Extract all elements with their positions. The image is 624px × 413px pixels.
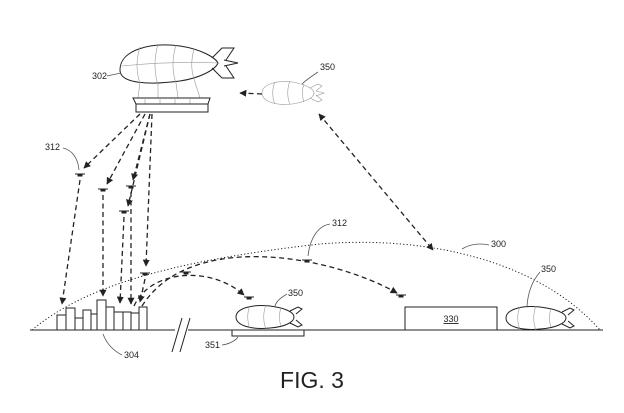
city-label: 304 — [124, 350, 139, 360]
main-airship-label: 302 — [92, 71, 107, 81]
facility-box-label: 330 — [443, 314, 458, 324]
uav-center-label: 312 — [332, 218, 347, 228]
arrow-shuttle-dome — [318, 113, 434, 251]
figure-caption: FIG. 3 — [280, 367, 344, 393]
ground-station-label: 351 — [205, 340, 220, 350]
uav-left-label: 312 — [45, 142, 60, 152]
main-airship — [119, 43, 239, 113]
city-buildings — [56, 299, 148, 331]
right-airship-label: 350 — [541, 264, 556, 274]
right-airship — [505, 305, 575, 331]
dome-label: 300 — [491, 239, 506, 249]
arrow-shuttle-to-main — [239, 89, 263, 97]
shuttle-airship-top-label: 350 — [320, 62, 335, 72]
center-airship — [235, 304, 303, 330]
ground-station — [231, 329, 305, 337]
dome-outline — [31, 241, 601, 331]
uav-delivery-paths — [59, 113, 398, 307]
shuttle-airship-top — [261, 80, 326, 105]
uav-drones — [75, 173, 406, 300]
facility-box: 330 — [404, 306, 498, 331]
center-airship-label: 350 — [288, 288, 303, 298]
ground-line — [30, 317, 603, 353]
